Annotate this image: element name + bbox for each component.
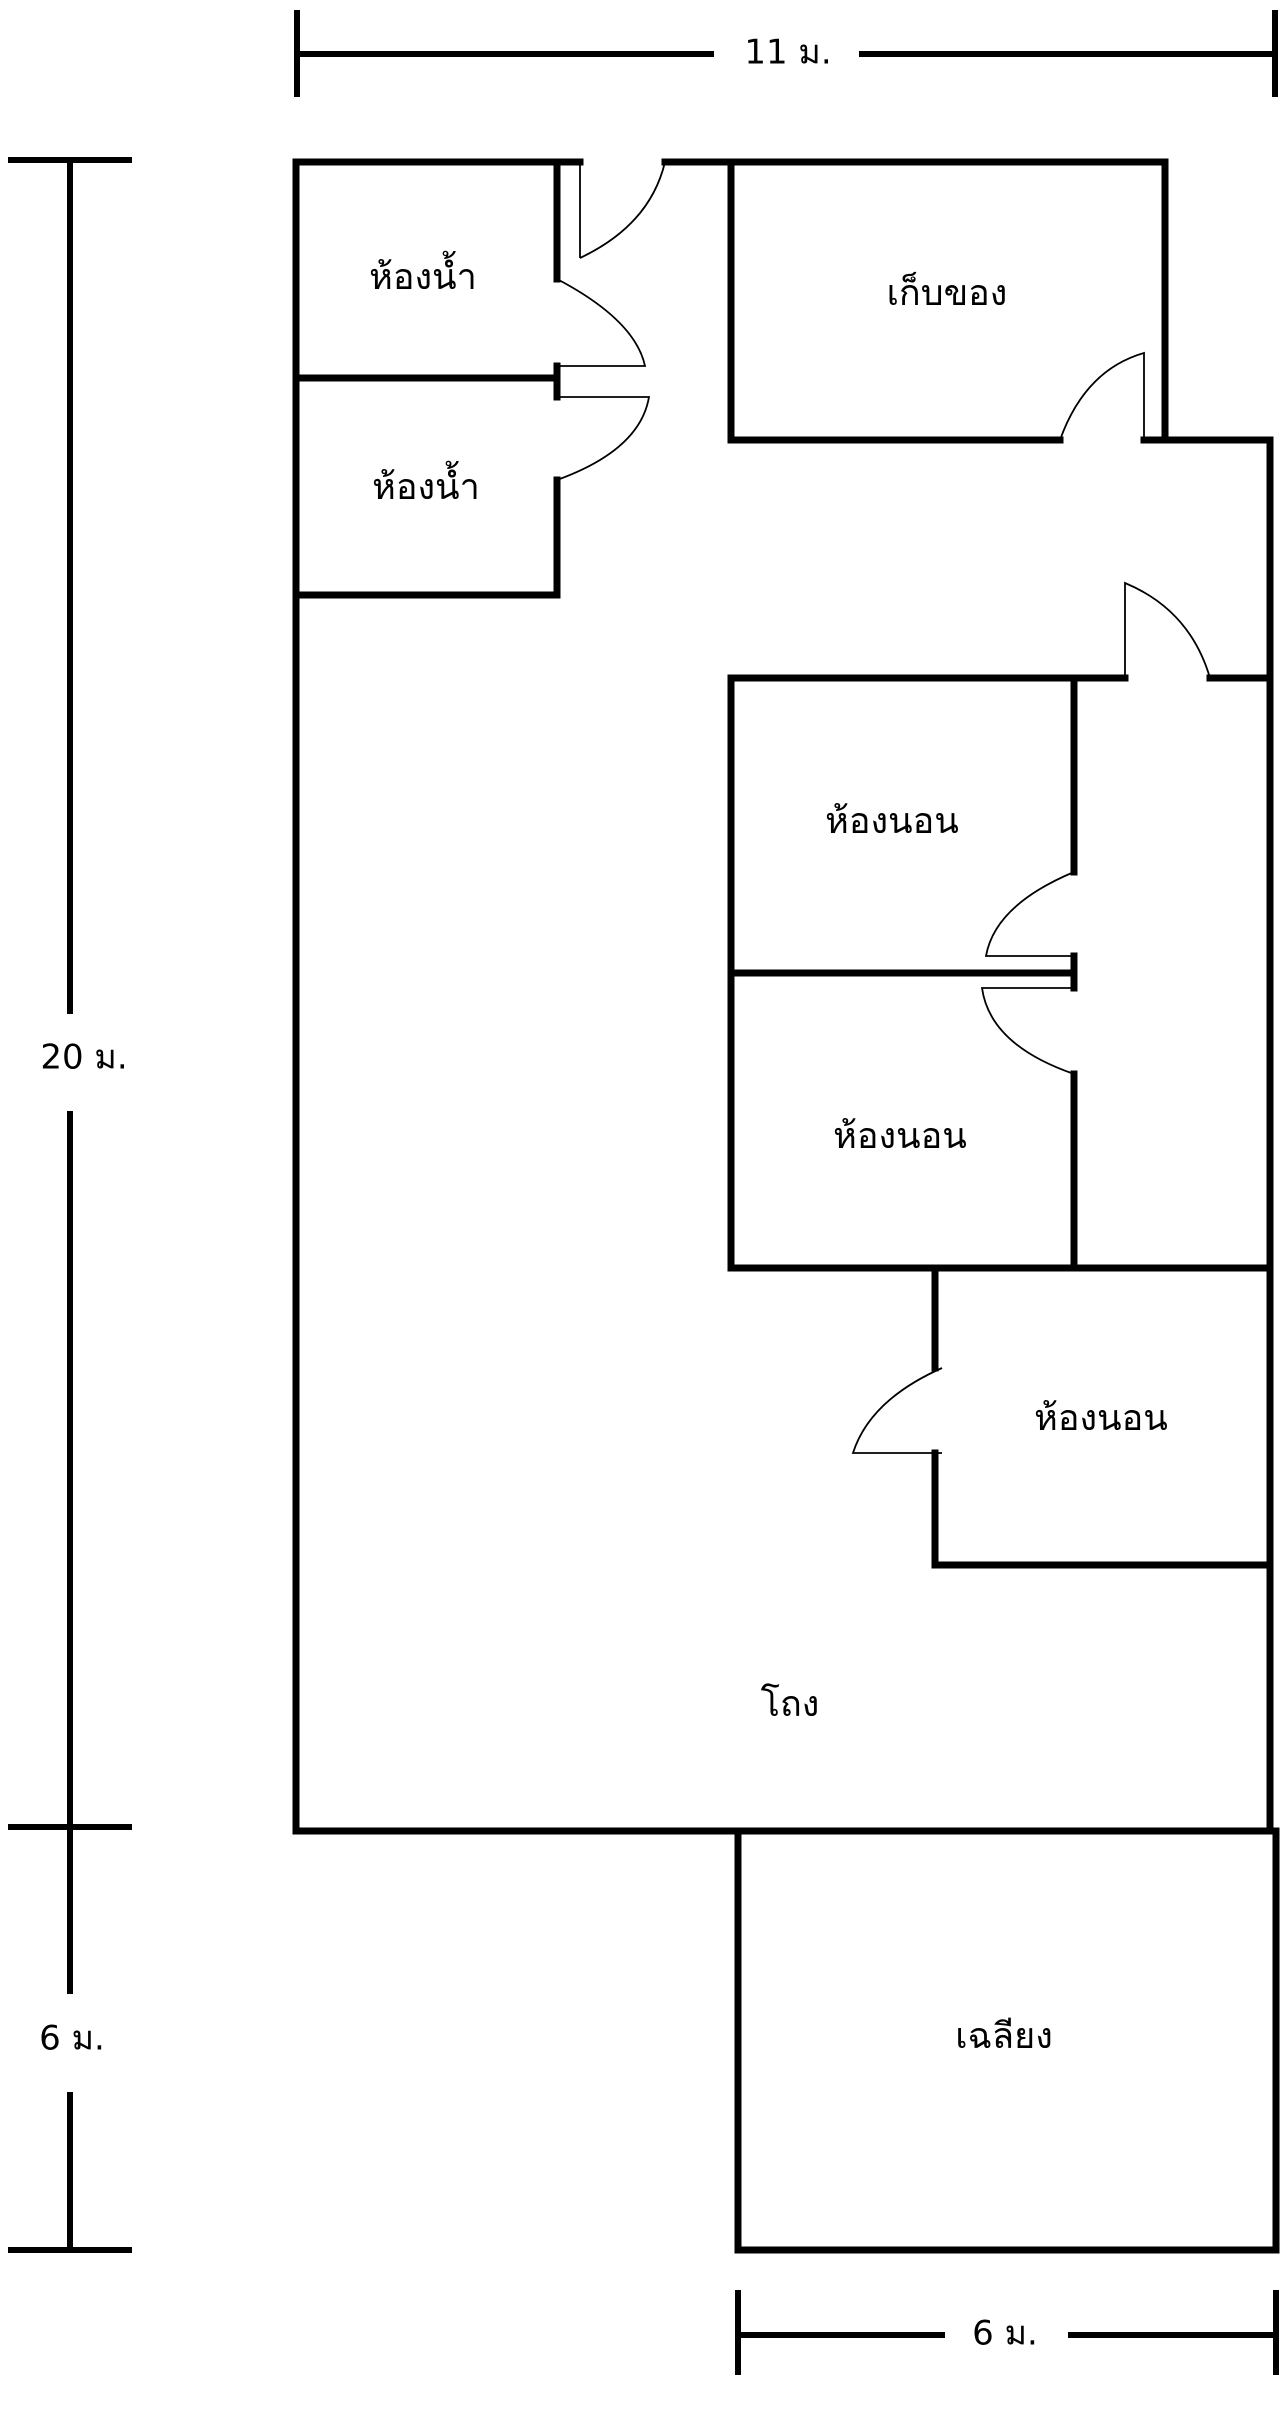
label-bedroom-2: ห้องนอน xyxy=(833,1116,967,1157)
bedroom-1-door xyxy=(984,871,1075,957)
dimension-left-terrace-label: 6 ม. xyxy=(39,2019,105,2059)
terrace xyxy=(734,1827,1280,2254)
dimension-left-main-label: 20 ม. xyxy=(40,1038,127,1078)
label-bedroom-3: ห้องนอน xyxy=(1034,1398,1168,1439)
dimension-top-label: 11 ม. xyxy=(744,33,831,73)
corridor-door xyxy=(727,581,1274,682)
label-bathroom-1: ห้องน้ำ xyxy=(369,250,477,298)
bathrooms xyxy=(292,158,651,599)
storage-room xyxy=(727,158,1169,444)
dimension-top: 11 ม. xyxy=(294,10,1278,97)
label-storage: เก็บของ xyxy=(887,270,1008,314)
label-hall: โถง xyxy=(761,1683,820,1725)
label-bathroom-2: ห้องน้ำ xyxy=(372,460,480,508)
bedrooms xyxy=(727,674,1274,1272)
dimension-bottom: 6 ม. xyxy=(735,2290,1279,2375)
outer-walls xyxy=(292,158,1274,1835)
storage-door xyxy=(1059,351,1145,441)
bedroom-3-door xyxy=(851,1367,943,1454)
entrance-door xyxy=(579,161,666,259)
dimension-bottom-label: 6 ม. xyxy=(972,2314,1038,2354)
bedroom-2-door xyxy=(980,987,1075,1075)
bedroom-3 xyxy=(851,1264,1274,1569)
label-bedroom-1: ห้องนอน xyxy=(825,801,959,842)
bathroom-1-door xyxy=(556,278,647,367)
dimension-left: 20 ม. 6 ม. xyxy=(8,157,132,2253)
label-terrace: เฉลียง xyxy=(955,2016,1053,2057)
bathroom-2-door xyxy=(556,396,651,481)
